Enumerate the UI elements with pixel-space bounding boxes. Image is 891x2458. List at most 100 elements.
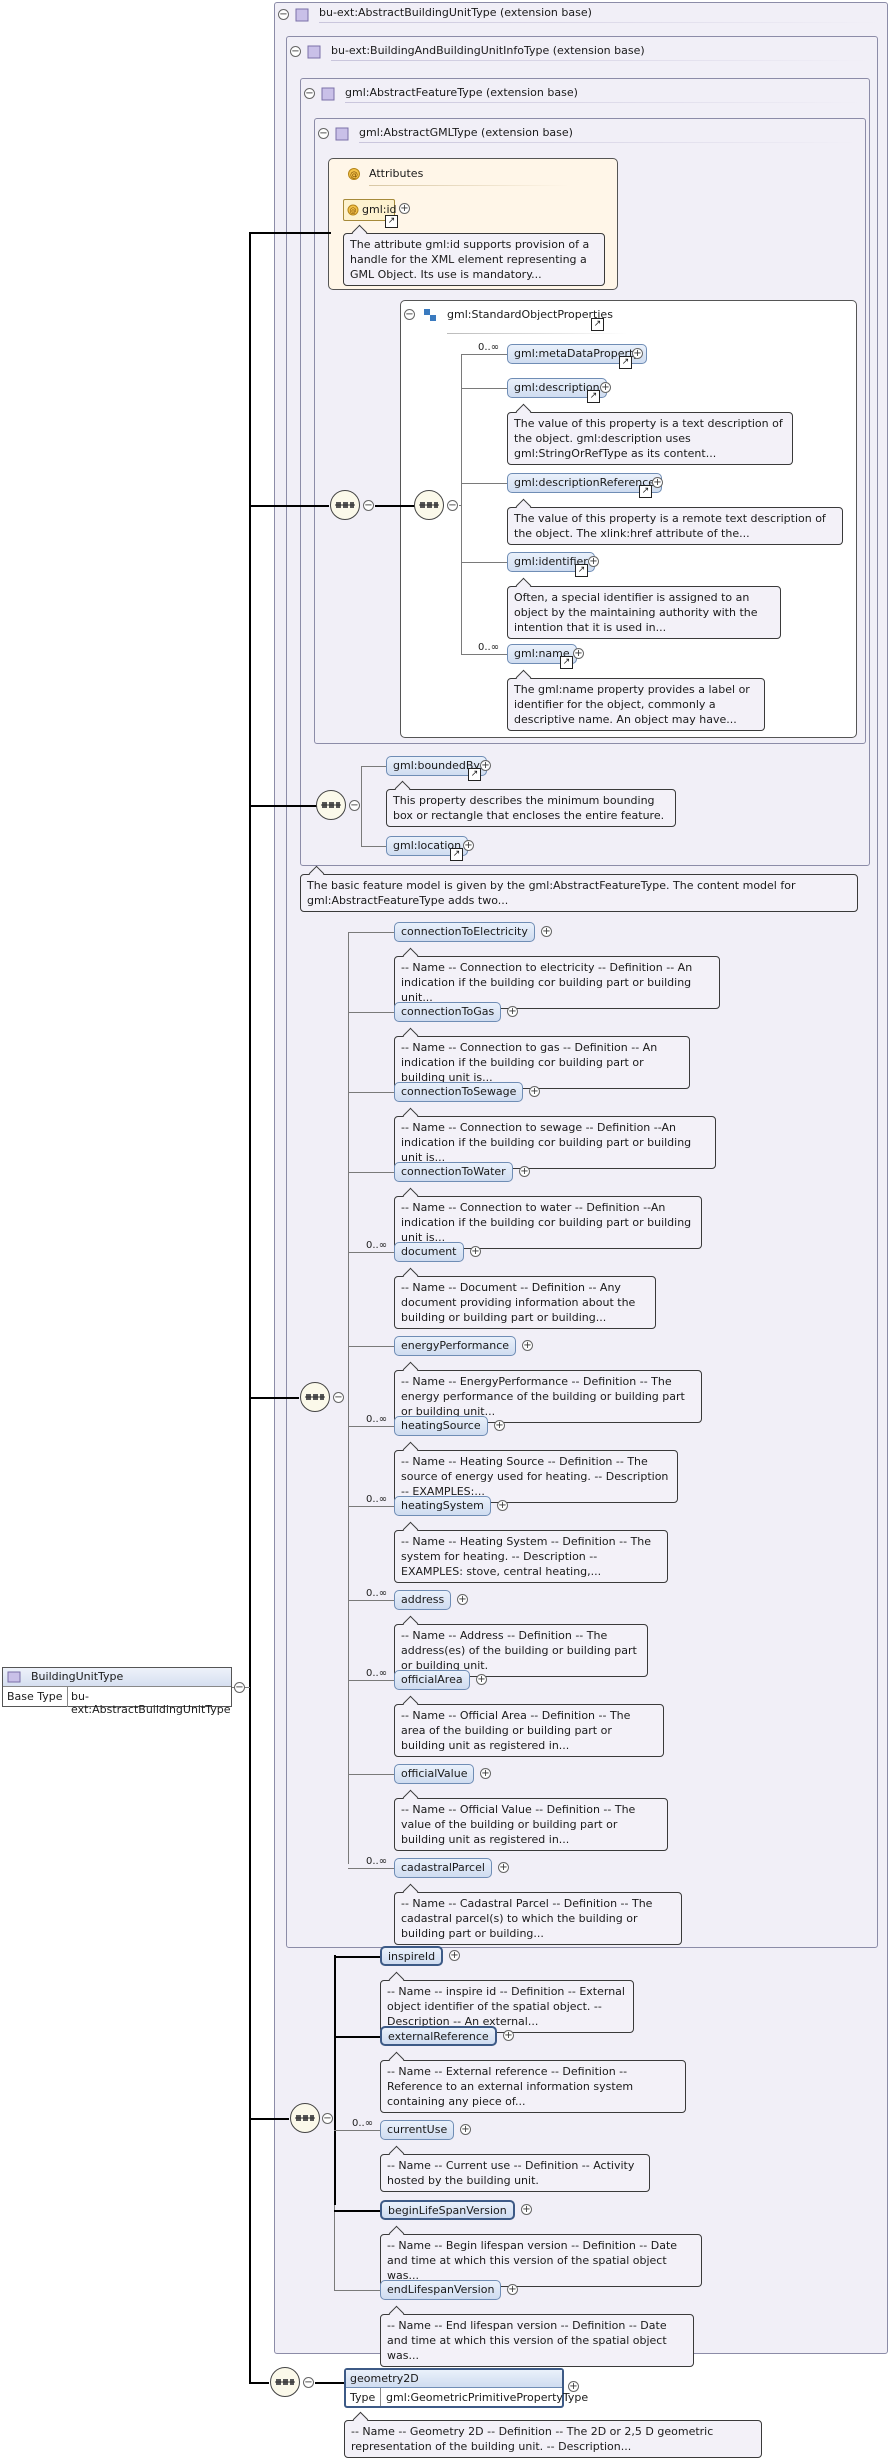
expand-icon[interactable]: +: [573, 648, 584, 659]
cardinality: 0..∞: [366, 1494, 388, 1505]
heatingsource-documentation: -- Name -- Heating Source -- Definition …: [394, 1450, 678, 1503]
expand-icon[interactable]: +: [480, 1768, 491, 1779]
collapse-icon[interactable]: −: [303, 2377, 314, 2388]
cardinality: 0..∞: [366, 1414, 388, 1425]
element-cadastralparcel[interactable]: cadastralParcel: [394, 1858, 492, 1878]
collapse-icon[interactable]: −: [349, 800, 360, 811]
sequence-icon: [270, 2367, 300, 2397]
link-icon[interactable]: ↗: [587, 390, 600, 403]
expand-icon[interactable]: +: [503, 2030, 514, 2041]
endlifespanversion-documentation: -- Name -- End lifespan version -- Defin…: [380, 2314, 694, 2367]
cardinality: 0..∞: [366, 1856, 388, 1867]
element-externalreference[interactable]: externalReference: [380, 2026, 497, 2046]
complex-type-icon: [307, 45, 321, 59]
element-heatingsystem[interactable]: heatingSystem: [394, 1496, 491, 1516]
expand-icon[interactable]: +: [498, 1862, 509, 1873]
geometry2d-element[interactable]: geometry2D Type gml:GeometricPrimitivePr…: [344, 2368, 588, 2408]
element-location[interactable]: gml:location: [386, 836, 469, 856]
element-currentuse[interactable]: currentUse: [380, 2120, 455, 2140]
expand-icon[interactable]: +: [541, 926, 552, 937]
root-collapse-icon[interactable]: −: [234, 1682, 245, 1693]
complex-type-icon: [7, 1671, 21, 1683]
element-connectiontogas[interactable]: connectionToGas: [394, 1002, 502, 1022]
element-inspireid[interactable]: inspireId: [380, 1946, 444, 1966]
expand-icon[interactable]: +: [476, 1674, 487, 1685]
cardinality: 0..∞: [366, 1588, 388, 1599]
element-endlifespanversion[interactable]: endLifespanVersion: [380, 2280, 502, 2300]
element-energyperformance[interactable]: energyPerformance: [394, 1336, 517, 1356]
link-icon[interactable]: ↗: [575, 564, 588, 577]
expand-icon[interactable]: +: [494, 1420, 505, 1431]
collapse-icon[interactable]: −: [322, 2113, 333, 2124]
expand-icon[interactable]: +: [521, 2204, 532, 2215]
link-icon[interactable]: ↗: [560, 656, 573, 669]
link-icon[interactable]: ↗: [385, 215, 398, 228]
sequence-icon: [414, 490, 444, 520]
expand-icon[interactable]: +: [568, 2381, 579, 2392]
gml-id-documentation: The attribute gml:id supports provision …: [343, 233, 605, 286]
expand-icon[interactable]: +: [480, 760, 491, 771]
expand-icon[interactable]: +: [399, 203, 410, 214]
group-title: gml:StandardObjectProperties: [447, 308, 613, 321]
element-boundedby[interactable]: gml:boundedBy: [386, 756, 487, 776]
expand-icon[interactable]: +: [588, 556, 599, 567]
svg-text:@: @: [350, 207, 357, 215]
connectiontosewage-documentation: -- Name -- Connection to sewage -- Defin…: [394, 1116, 716, 1169]
collapse-icon[interactable]: −: [304, 88, 315, 99]
sequence-icon: [290, 2103, 320, 2133]
descriptionreference-documentation: The value of this property is a remote t…: [507, 507, 843, 545]
element-beginlifespanversion[interactable]: beginLifeSpanVersion: [380, 2200, 515, 2220]
element-address[interactable]: address: [394, 1590, 452, 1610]
element-officialarea[interactable]: officialArea: [394, 1670, 470, 1690]
collapse-icon[interactable]: −: [447, 500, 458, 511]
collapse-icon[interactable]: −: [333, 1392, 344, 1403]
attribute-group-icon: @: [348, 168, 360, 180]
element-officialvalue[interactable]: officialValue: [394, 1764, 475, 1784]
element-descriptionreference[interactable]: gml:descriptionReference: [507, 473, 663, 493]
collapse-icon[interactable]: −: [278, 9, 289, 20]
expand-icon[interactable]: +: [449, 1950, 460, 1961]
expand-icon[interactable]: +: [470, 1246, 481, 1257]
expand-icon[interactable]: +: [522, 1340, 533, 1351]
root-type-box[interactable]: BuildingUnitType Base Type bu-ext:Abstra…: [2, 1667, 232, 1716]
attribute-icon: @: [347, 204, 359, 216]
collapse-icon[interactable]: −: [318, 128, 329, 139]
expand-icon[interactable]: +: [600, 382, 611, 393]
expand-icon[interactable]: +: [497, 1500, 508, 1511]
gml-id-attribute[interactable]: @ gml:id: [343, 199, 397, 221]
externalreference-documentation: -- Name -- External reference -- Definit…: [380, 2060, 686, 2113]
link-icon[interactable]: ↗: [468, 768, 481, 781]
expand-icon[interactable]: +: [632, 348, 643, 359]
expand-icon[interactable]: +: [507, 2284, 518, 2295]
expand-icon[interactable]: +: [507, 1006, 518, 1017]
element-name[interactable]: gml:name: [507, 644, 577, 664]
cardinality: 0..∞: [352, 2118, 374, 2129]
expand-icon[interactable]: +: [519, 1166, 530, 1177]
element-metadataproperty[interactable]: gml:metaDataProperty: [507, 344, 647, 364]
geometry2d-name: geometry2D: [350, 2372, 419, 2385]
geometry2d-documentation: -- Name -- Geometry 2D -- Definition -- …: [344, 2420, 762, 2458]
connectiontowater-documentation: -- Name -- Connection to water -- Defini…: [394, 1196, 702, 1249]
link-icon[interactable]: ↗: [591, 318, 604, 331]
collapse-icon[interactable]: −: [404, 309, 415, 320]
element-connectiontoelectricity[interactable]: connectionToElectricity: [394, 922, 535, 942]
link-icon[interactable]: ↗: [450, 848, 463, 861]
element-document[interactable]: document: [394, 1242, 464, 1262]
collapse-icon[interactable]: −: [363, 500, 374, 511]
sequence-icon: [330, 490, 360, 520]
name-documentation: The gml:name property provides a label o…: [507, 678, 765, 731]
expand-icon[interactable]: +: [457, 1594, 468, 1605]
link-icon[interactable]: ↗: [619, 356, 632, 369]
box-title: bu-ext:BuildingAndBuildingUnitInfoType (…: [331, 44, 645, 57]
expand-icon[interactable]: +: [652, 477, 663, 488]
element-connectiontosewage[interactable]: connectionToSewage: [394, 1082, 524, 1102]
element-identifier[interactable]: gml:identifier: [507, 552, 595, 572]
element-connectiontowater[interactable]: connectionToWater: [394, 1162, 513, 1182]
link-icon[interactable]: ↗: [639, 485, 652, 498]
expand-icon[interactable]: +: [460, 2124, 471, 2135]
collapse-icon[interactable]: −: [290, 46, 301, 57]
boundedby-documentation: This property describes the minimum boun…: [386, 789, 676, 827]
expand-icon[interactable]: +: [529, 1086, 540, 1097]
expand-icon[interactable]: +: [463, 840, 474, 851]
element-heatingsource[interactable]: heatingSource: [394, 1416, 488, 1436]
